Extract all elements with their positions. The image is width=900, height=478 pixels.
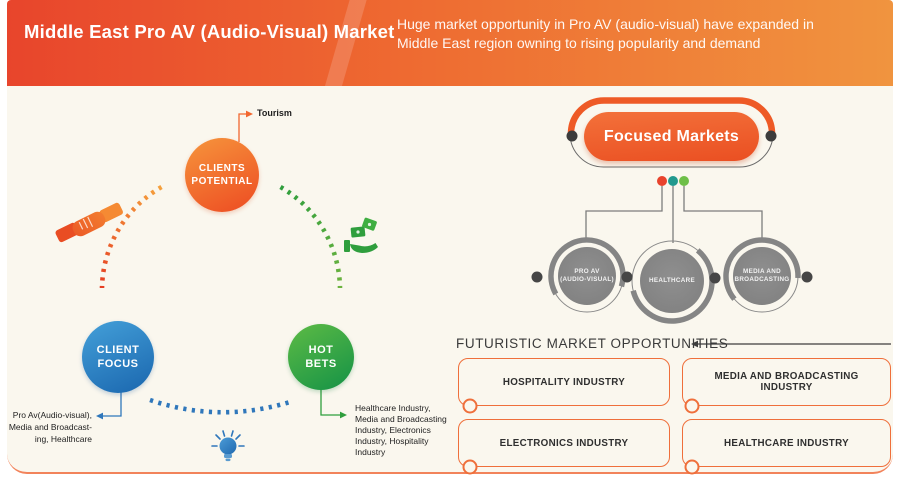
market-node-pro-av: PRO AV (AUDIO-VISUAL) (558, 247, 616, 305)
node-client-focus-label: CLIENT FOCUS (96, 344, 140, 370)
client-focus-callout-line: Media and Broadcast- (8, 422, 92, 432)
opportunities-arrow (691, 340, 891, 348)
opportunity-label: MEDIA AND BROADCASTING INDUSTRY (714, 371, 859, 393)
node-client-focus: CLIENT FOCUS (82, 321, 154, 393)
client-focus-callout-line: Pro Av(Audio-visual), (12, 410, 92, 420)
tourism-label: Tourism (257, 108, 292, 118)
corner-ring (684, 459, 700, 475)
opportunities-heading: FUTURISTIC MARKET OPPORTUNITIES (456, 336, 729, 351)
focused-markets-pill: Focused Markets (584, 112, 759, 161)
opportunity-box-hospitality: HOSPITALITY INDUSTRY (458, 358, 670, 406)
page-subtitle: Huge market opportunity in Pro AV (audio… (397, 16, 814, 51)
hot-bets-callout-line: Industry, Electronics (355, 425, 431, 435)
market-node-rings (531, 237, 813, 324)
node-clients-potential: CLIENTS POTENTIAL (185, 138, 259, 212)
cycle-arc-orange (99, 185, 163, 289)
client-focus-connector-arrow (96, 392, 122, 420)
opportunity-label: HEALTHCARE INDUSTRY (724, 437, 849, 449)
hot-bets-callout-line: Industry (355, 447, 386, 457)
market-node-media-broadcasting: MEDIA AND BROADCASTING (733, 247, 791, 305)
opportunity-box-media-broadcasting: MEDIA AND BROADCASTING INDUSTRY (682, 358, 891, 406)
market-node-label: BROADCASTING (734, 276, 790, 283)
market-node-label: (AUDIO-VISUAL) (560, 276, 614, 283)
focused-markets-tree (585, 186, 763, 243)
hot-bets-connector-arrow (320, 389, 347, 419)
corner-ring (684, 398, 700, 414)
hot-bets-callout-line: Media and Broadcasting (355, 414, 447, 424)
hot-bets-callout: Healthcare Industry, Media and Broadcast… (355, 403, 465, 458)
ring-dot-left (566, 130, 578, 142)
focused-markets-ring (566, 97, 777, 168)
branch-dot-green (679, 176, 689, 186)
money-in-hand-icon (344, 217, 378, 253)
content-background (7, 0, 893, 474)
header-banner (7, 0, 893, 86)
focused-markets-title: Focused Markets (603, 127, 740, 145)
hot-bets-callout-line: Industry, Hospitality (355, 436, 429, 446)
node-hot-bets-label: HOT BETS (305, 344, 337, 370)
branch-dots (657, 176, 689, 186)
client-focus-callout: Pro Av(Audio-visual), Media and Broadcas… (8, 409, 92, 445)
cycle-arc-green (279, 185, 343, 289)
lightbulb-icon (211, 430, 245, 462)
node-clients-potential-label: CLIENTS POTENTIAL (191, 163, 253, 187)
opportunity-label: HOSPITALITY INDUSTRY (502, 376, 626, 388)
handshake-icon (55, 202, 123, 243)
market-node-label: HEALTHCARE (649, 276, 695, 284)
ring-dot-right (765, 130, 777, 142)
opportunity-label: ELECTRONICS INDUSTRY (499, 437, 629, 449)
node-hot-bets: HOT BETS (288, 324, 354, 390)
opportunity-box-healthcare: HEALTHCARE INDUSTRY (682, 419, 891, 467)
opportunity-box-electronics: ELECTRONICS INDUSTRY (458, 419, 670, 467)
page-title: Middle East Pro AV (Audio-Visual) Market (24, 21, 395, 42)
branch-dot-red (657, 176, 667, 186)
tourism-connector-arrow (238, 110, 253, 142)
market-node-healthcare: HEALTHCARE (640, 249, 704, 313)
market-node-label: MEDIA AND (743, 267, 781, 275)
corner-ring (462, 398, 478, 414)
hot-bets-callout-line: Healthcare Industry, (355, 403, 431, 413)
client-focus-callout-line: ing, Healthcare (34, 434, 92, 444)
branch-dot-teal (668, 176, 678, 186)
corner-ring (462, 459, 478, 475)
market-node-label: PRO AV (574, 267, 600, 275)
